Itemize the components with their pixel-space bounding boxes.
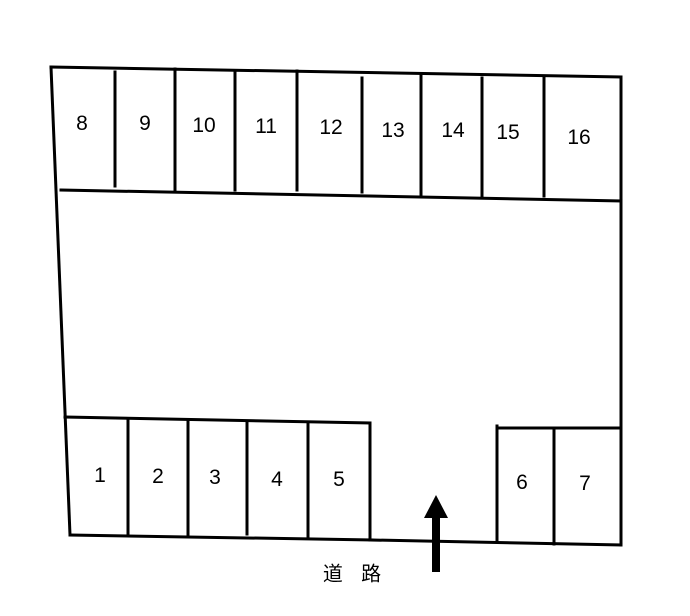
space-label-11: 11 — [255, 115, 277, 138]
top-row-edge — [59, 188, 623, 203]
space-label-4: 4 — [271, 468, 283, 491]
space-label-16: 16 — [567, 126, 591, 149]
boundary-bottom-left — [68, 533, 374, 542]
space-label-13: 13 — [381, 119, 405, 142]
space-label-14: 14 — [441, 119, 465, 142]
space-label-15: 15 — [496, 121, 520, 144]
space-label-9: 9 — [139, 112, 151, 135]
boundary-left — [49, 65, 72, 537]
space-label-12: 12 — [319, 116, 343, 139]
space-label-10: 10 — [192, 114, 216, 137]
space-label-7: 7 — [579, 472, 591, 495]
space-label-1: 1 — [94, 464, 106, 487]
space-label-2: 2 — [152, 465, 164, 488]
space-label-8: 8 — [76, 112, 88, 135]
road-label: 道 路 — [322, 561, 388, 586]
space-label-6: 6 — [516, 471, 528, 494]
up-arrow-icon — [424, 495, 448, 572]
space-label-3: 3 — [209, 466, 221, 489]
boundary-top — [49, 65, 623, 79]
bottom-left-top-edge — [63, 415, 372, 425]
space-label-5: 5 — [333, 468, 345, 491]
